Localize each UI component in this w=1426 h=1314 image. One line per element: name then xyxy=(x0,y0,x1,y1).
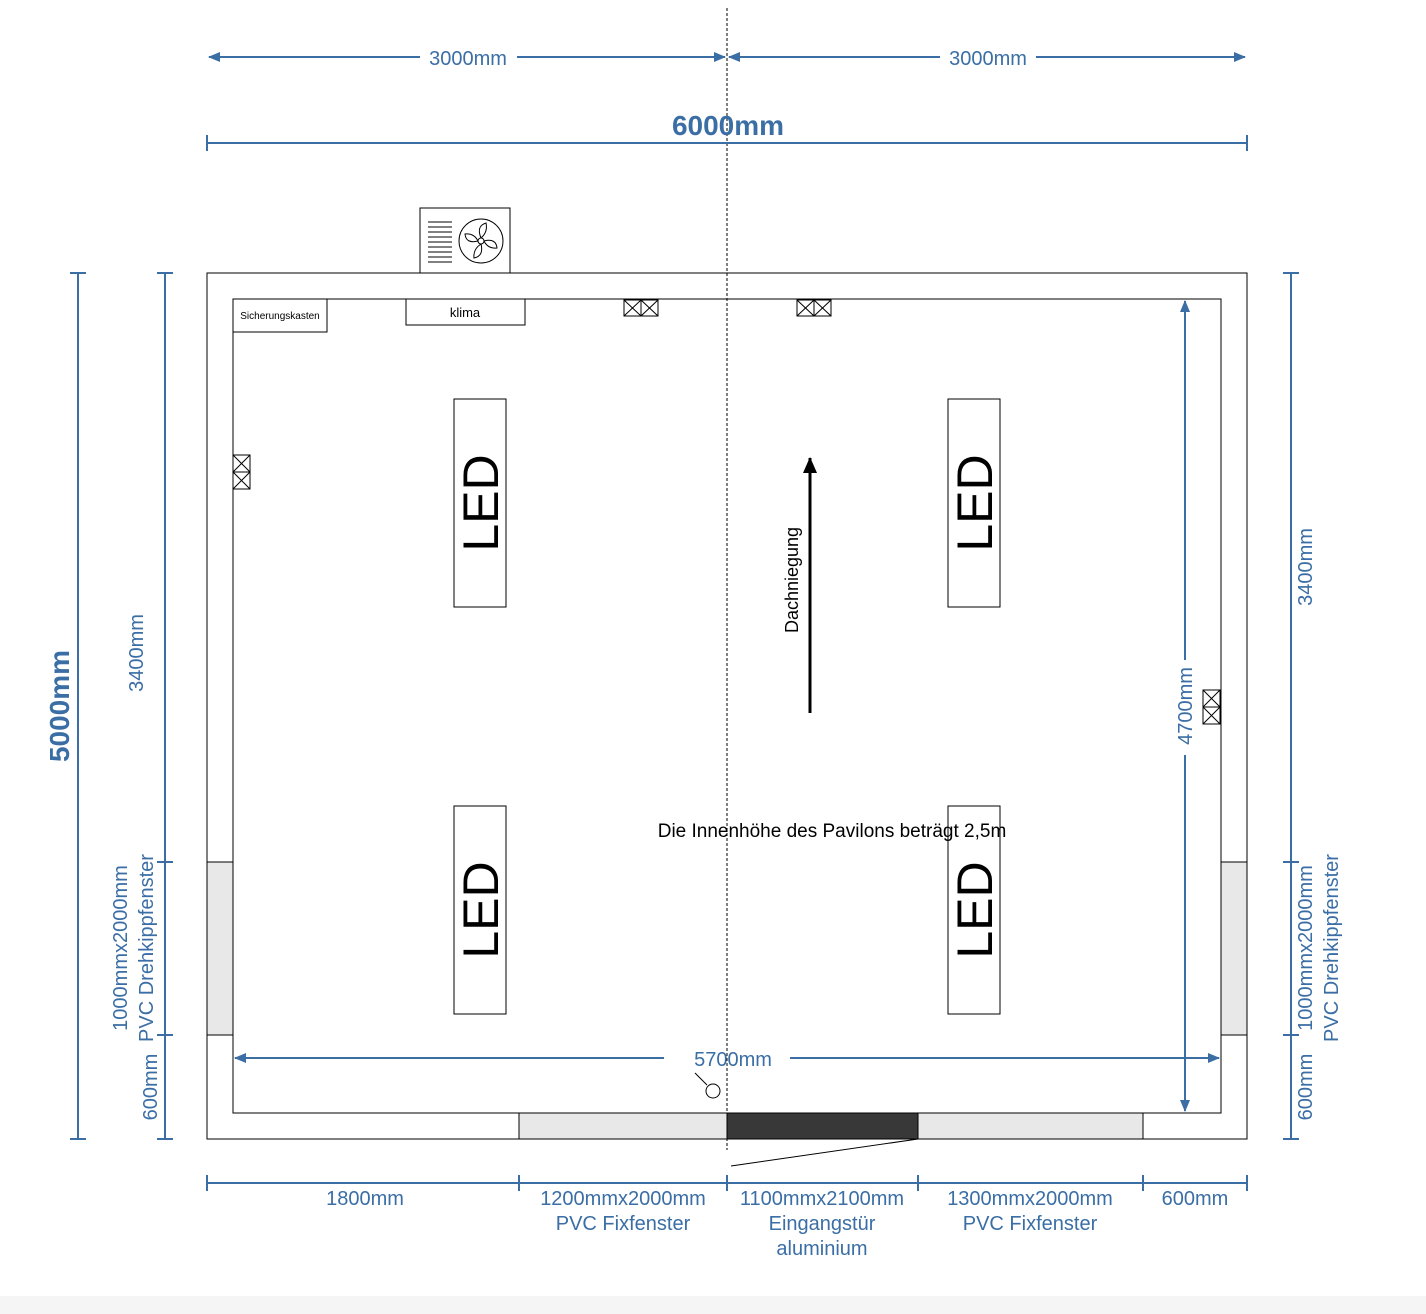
dim-total-width-label: 6000mm xyxy=(672,110,784,141)
bottom-seg3-material-label: aluminium xyxy=(776,1238,867,1260)
led-panel-bottom-left: LED xyxy=(453,805,509,1015)
bottom-seg4-type-label: PVC Fixfenster xyxy=(963,1213,1098,1235)
led-label: LED xyxy=(947,861,1003,958)
left-upper-label: 3400mm xyxy=(126,614,148,692)
led-label: LED xyxy=(453,454,509,551)
double-socket-icon xyxy=(796,299,832,317)
right-window-size-label: 1000mmx2000mm xyxy=(1295,865,1317,1031)
ac-indoor-unit: klima xyxy=(405,298,526,326)
inner-height-note: Die Innenhöhe des Pavilons beträgt 2,5m xyxy=(658,821,1007,842)
bottom-seg2-size-label: 1200mmx2000mm xyxy=(540,1188,706,1210)
top-dimension-half-right: 3000mm xyxy=(728,48,1246,70)
left-lower-label: 600mm xyxy=(140,1054,162,1121)
bottom-seg3-size-label: 1100mmx2100mm xyxy=(740,1188,904,1210)
window-left-drehkipp xyxy=(206,861,234,1036)
top-dimension-total-width: 6000mm xyxy=(206,110,1248,151)
led-panel-top-left: LED xyxy=(453,398,509,608)
window-right-drehkipp xyxy=(1220,861,1248,1036)
led-panel-bottom-right: LED xyxy=(947,805,1003,1015)
bottom-seg5-label: 600mm xyxy=(1162,1188,1229,1210)
led-label: LED xyxy=(453,861,509,958)
dim-total-height-label: 5000mm xyxy=(44,650,75,762)
left-window-type-label: PVC Drehkippfenster xyxy=(136,854,158,1042)
ac-indoor-label: klima xyxy=(450,305,481,320)
left-segment-dimension: 3400mm 1000mmx2000mm PVC Drehkippfenster… xyxy=(110,272,173,1140)
double-socket-icon xyxy=(623,299,659,317)
fuse-box: Sicherungskasten xyxy=(232,298,328,333)
window-bottom-fix-1 xyxy=(518,1112,728,1140)
window-bottom-fix-2 xyxy=(917,1112,1144,1140)
inner-depth-dimension: 4700mm xyxy=(1175,300,1197,1112)
double-socket-icon xyxy=(232,454,251,490)
bottom-seg2-type-label: PVC Fixfenster xyxy=(556,1213,691,1235)
led-panel-top-right: LED xyxy=(947,398,1003,608)
ac-outdoor-unit-fan-icon xyxy=(419,207,511,274)
fuse-box-label: Sicherungskasten xyxy=(240,311,320,322)
light-switch-icon xyxy=(694,1072,721,1099)
dim-left-half-label: 3000mm xyxy=(429,48,507,70)
led-label: LED xyxy=(947,454,1003,551)
left-window-size-label: 1000mmx2000mm xyxy=(110,865,132,1031)
right-segment-dimension: 3400mm 1000mmx2000mm PVC Drehkippfenster… xyxy=(1283,272,1343,1140)
page-footer-band xyxy=(0,1296,1426,1314)
right-upper-label: 3400mm xyxy=(1295,528,1317,606)
roof-slope-label: Dachniegung xyxy=(782,527,802,633)
bottom-seg3-type-label: Eingangstür xyxy=(769,1213,876,1235)
bottom-seg4-size-label: 1300mmx2000mm xyxy=(947,1188,1113,1210)
top-dimension-half-left: 3000mm xyxy=(208,48,726,70)
inner-width-label: 5700mm xyxy=(694,1049,772,1071)
roof-slope-arrow: Dachniegung xyxy=(782,457,817,713)
right-lower-label: 600mm xyxy=(1295,1054,1317,1121)
bottom-seg1-label: 1800mm xyxy=(326,1188,404,1210)
double-socket-icon xyxy=(1202,689,1221,725)
inner-width-dimension: 5700mm xyxy=(234,1049,1222,1080)
door-swing-line xyxy=(730,1138,919,1167)
left-total-height-dimension: 5000mm xyxy=(44,272,86,1140)
entrance-door xyxy=(726,1112,919,1140)
inner-depth-label: 4700mm xyxy=(1175,667,1197,745)
bottom-segment-dimension: 1800mm 1200mmx2000mm PVC Fixfenster 1100… xyxy=(206,1175,1248,1260)
right-window-type-label: PVC Drehkippfenster xyxy=(1321,854,1343,1042)
dim-right-half-label: 3000mm xyxy=(949,48,1027,70)
